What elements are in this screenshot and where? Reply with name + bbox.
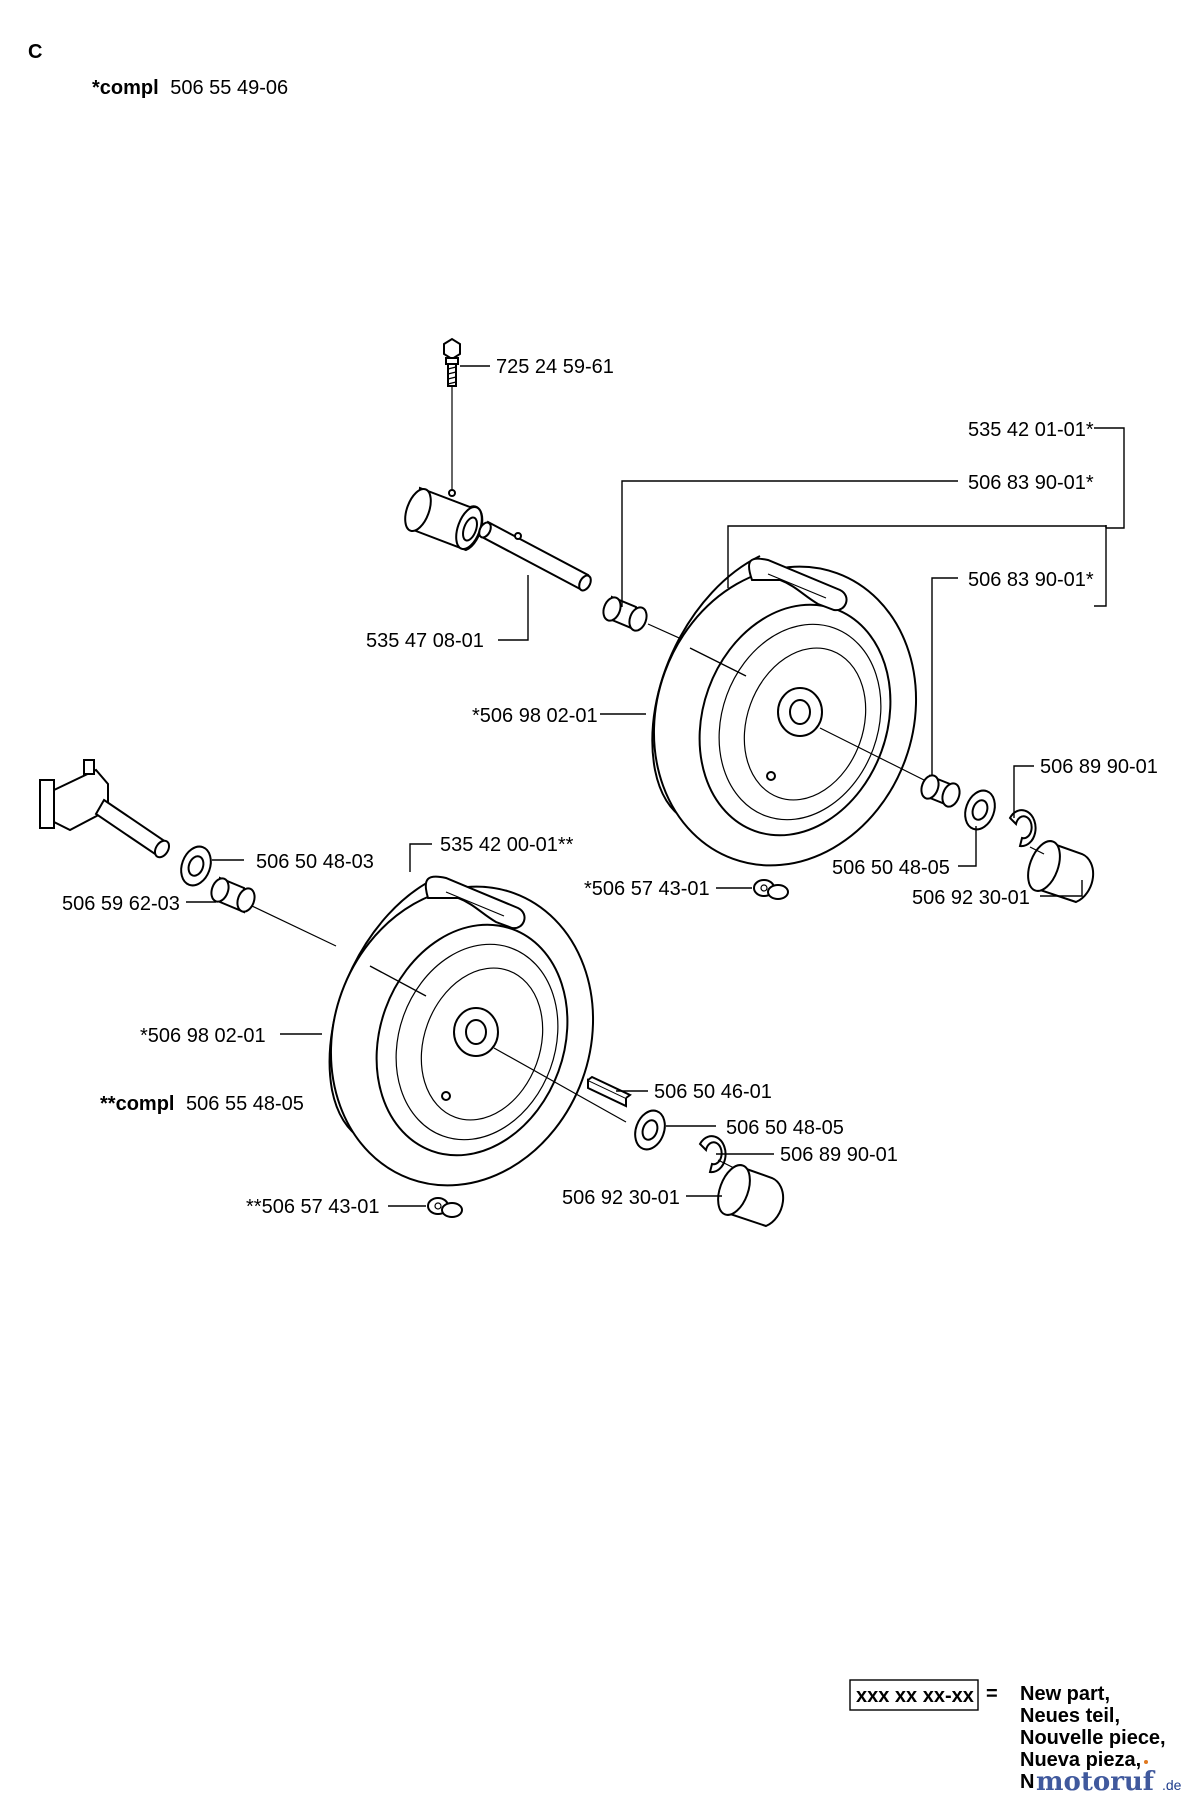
cap-left	[717, 1164, 785, 1228]
watermark-logo: motoruf .de	[1036, 1760, 1182, 1797]
legend-line-2: Neues teil,	[1020, 1705, 1120, 1727]
assembly-2-prefix: **compl	[100, 1093, 174, 1115]
wheel-right	[651, 555, 918, 867]
valve-right	[753, 879, 789, 900]
legend-line-1: New part,	[1020, 1683, 1110, 1705]
label-wheel-kit-left: 535 42 00-01**	[440, 834, 574, 856]
legend-code: xxx xx xx-xx	[856, 1685, 974, 1707]
bushing-right-outer	[920, 774, 961, 808]
pivot-tube	[404, 486, 484, 552]
label-bushing-right-outer: 506 83 90-01*	[968, 569, 1094, 591]
label-washer-left-outer: 506 50 48-05	[726, 1117, 844, 1139]
clip-left	[698, 1135, 727, 1174]
watermark-suffix: .de	[1162, 1777, 1182, 1793]
legend-line-5: N	[1020, 1771, 1034, 1793]
valve-left	[427, 1197, 463, 1218]
section-letter: C	[28, 41, 42, 63]
axle-shaft	[478, 520, 592, 592]
label-valve-right: *506 57 43-01	[584, 878, 710, 900]
label-clip-left: 506 89 90-01	[780, 1144, 898, 1166]
legend-line-4: Nueva pieza,	[1020, 1749, 1141, 1771]
key-left	[587, 1075, 632, 1108]
label-axle: 535 47 08-01	[366, 630, 484, 652]
label-spacer-left: 506 59 62-03	[62, 893, 180, 915]
legend-code-box	[849, 1679, 979, 1711]
legend-equals: =	[986, 1683, 998, 1705]
label-valve-left: **506 57 43-01	[246, 1196, 379, 1218]
washer-left-outer	[634, 1109, 666, 1151]
wheel-left	[328, 875, 595, 1187]
label-key-left: 506 50 46-01	[654, 1081, 772, 1103]
assembly-1-number: 506 55 49-06	[170, 77, 288, 99]
label-cap-left: 506 92 30-01	[562, 1187, 680, 1209]
watermark-text: motoruf	[1036, 1767, 1156, 1797]
label-bushing-right-inner: 506 83 90-01*	[968, 472, 1094, 494]
label-washer-right: 506 50 48-05	[832, 857, 950, 879]
bolt-part	[443, 337, 461, 490]
bushing-right-inner	[602, 595, 648, 632]
label-washer-left-inner: 506 50 48-03	[256, 851, 374, 873]
spindle-left	[39, 759, 171, 859]
cap-right	[1027, 840, 1095, 904]
legend-line-3: Nouvelle piece,	[1020, 1727, 1166, 1749]
label-wheel-left: *506 98 02-01	[140, 1025, 266, 1047]
spacer-left	[210, 876, 256, 914]
legend: xxx xx xx-xx = New part, Neues teil, Nou…	[849, 1679, 1166, 1793]
label-cap-right: 506 92 30-01	[912, 887, 1030, 909]
label-clip-right: 506 89 90-01	[1040, 756, 1158, 778]
label-wheel-kit-right: 535 42 01-01*	[968, 419, 1094, 441]
label-bolt: 725 24 59-61	[496, 356, 614, 378]
assembly-header-1: *compl 506 55 49-06	[92, 77, 288, 99]
clip-right	[1008, 809, 1037, 848]
assembly-header-2: **compl 506 55 48-05	[100, 1093, 304, 1115]
assembly-1-prefix: *compl	[92, 77, 159, 99]
label-wheel-right: *506 98 02-01	[472, 705, 598, 727]
washer-right	[964, 789, 996, 831]
washer-left-inner	[180, 845, 212, 887]
assembly-2-number: 506 55 48-05	[186, 1093, 304, 1115]
